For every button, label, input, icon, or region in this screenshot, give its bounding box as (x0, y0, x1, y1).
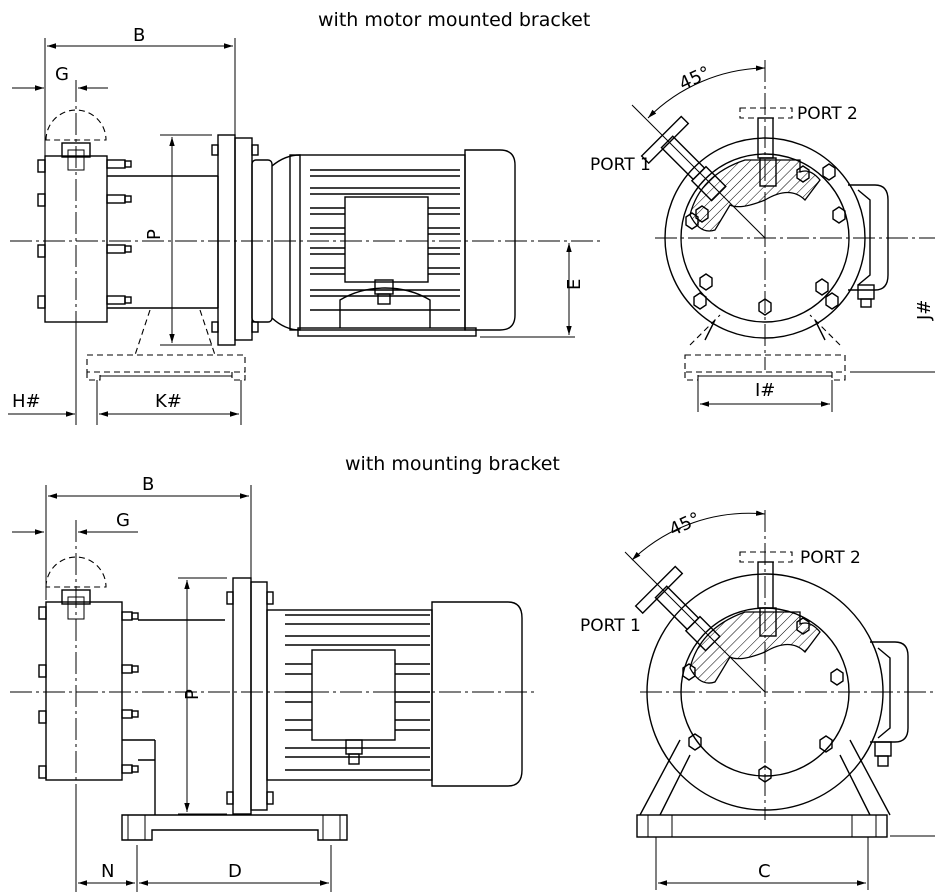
port2-label-bottom: PORT 2 (800, 548, 861, 568)
bottom-front-view: 45° PORT 2 (580, 508, 935, 890)
dim-I-top: I# (755, 380, 775, 401)
dim-H-top: H# (12, 391, 41, 412)
dim-G-top: G (55, 64, 69, 85)
dim-P-bottom: P (182, 689, 203, 700)
top-side-view: B G P E H# K# (8, 25, 600, 425)
title-motor-mounted-bracket: with motor mounted bracket (318, 9, 590, 31)
angle-45-top: 45° (676, 62, 714, 95)
dim-C-bottom: C (758, 861, 771, 882)
dim-E-top: E (564, 279, 585, 290)
port1-label-top: PORT 1 (590, 155, 651, 175)
bottom-side-view: B G P N D (10, 474, 535, 892)
dim-K-top: K# (155, 391, 182, 412)
dim-N-bottom: N (101, 861, 114, 882)
angle-45-bottom: 45° (666, 508, 704, 541)
port1-label-bottom: PORT 1 (580, 616, 641, 636)
dim-B-top: B (133, 25, 145, 46)
top-front-view: 45° PO (590, 60, 935, 412)
dim-B-bottom: B (142, 474, 154, 495)
dim-G-bottom: G (116, 510, 130, 531)
port2-label-top: PORT 2 (797, 104, 858, 124)
dim-J-top: J# (914, 300, 935, 321)
title-mounting-bracket: with mounting bracket (345, 453, 560, 475)
dim-D-bottom: D (228, 861, 242, 882)
dim-P-top: P (144, 229, 165, 240)
